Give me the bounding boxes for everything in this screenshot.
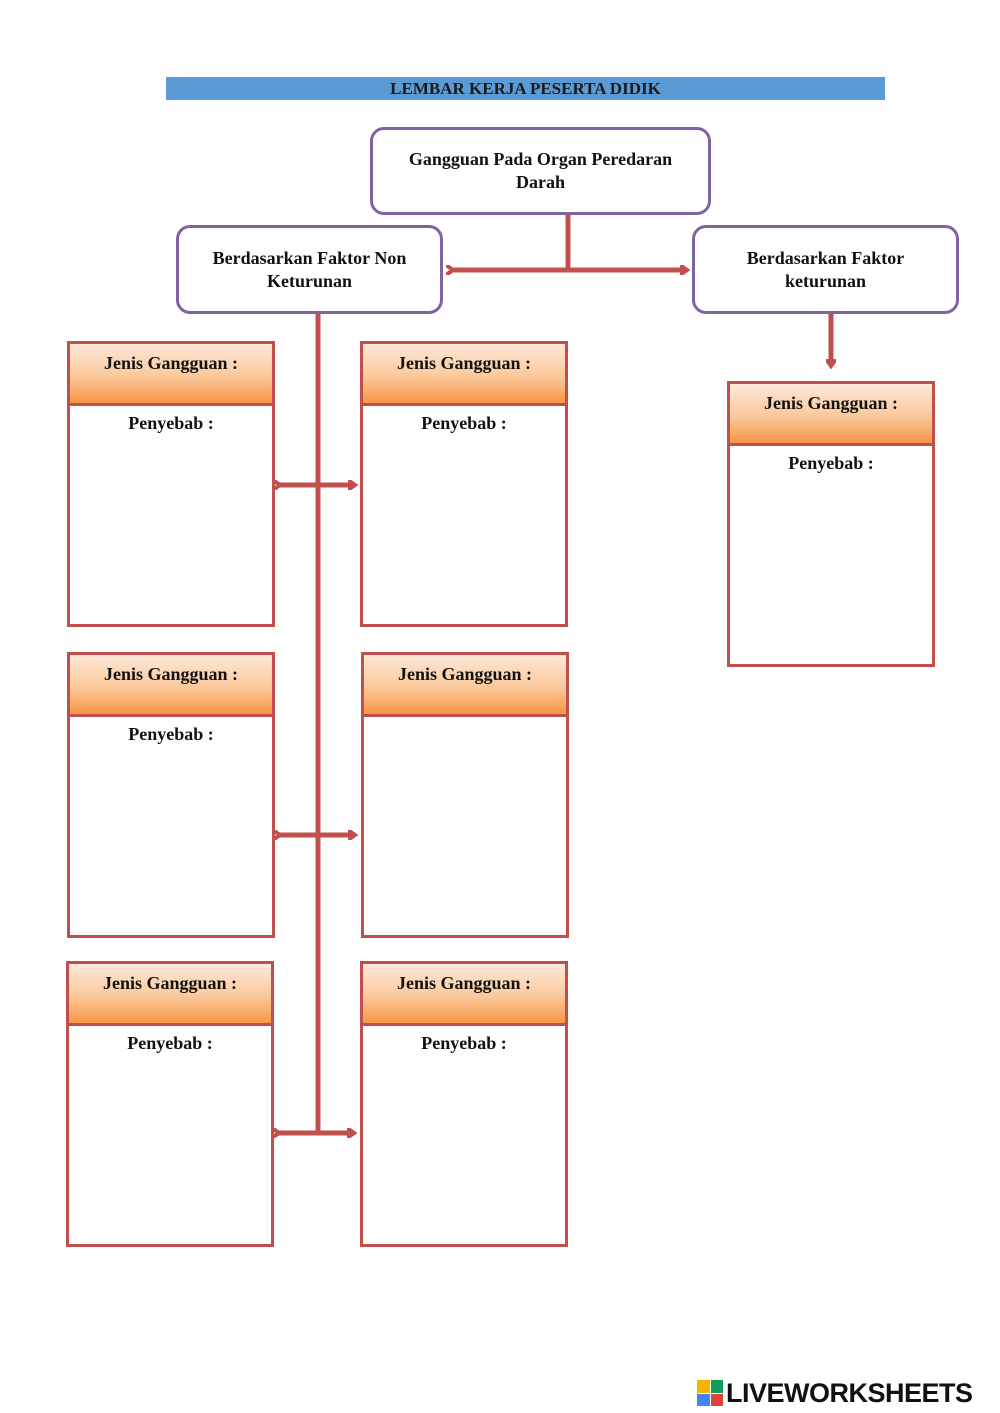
card-row1-left: Jenis Gangguan : Penyebab : <box>67 341 275 627</box>
card-cause-field[interactable]: Penyebab : <box>788 453 874 473</box>
root-node-label: Gangguan Pada Organ Peredaran Darah <box>408 149 673 192</box>
card-row2-right: Jenis Gangguan : <box>361 652 569 938</box>
card-row1-right: Jenis Gangguan : Penyebab : <box>360 341 568 627</box>
card-heading: Jenis Gangguan : <box>69 964 271 1026</box>
card-heading: Jenis Gangguan : <box>364 655 566 717</box>
card-row2-left: Jenis Gangguan : Penyebab : <box>67 652 275 938</box>
card-heading: Jenis Gangguan : <box>363 964 565 1026</box>
liveworksheets-logo[interactable]: LIVEWORKSHEETS <box>697 1378 973 1408</box>
left-branch-label: Berdasarkan Faktor Non Keturunan <box>212 247 407 291</box>
card-heading: Jenis Gangguan : <box>70 655 272 717</box>
card-heading: Jenis Gangguan : <box>70 344 272 406</box>
card-cause-field[interactable]: Penyebab : <box>128 413 214 433</box>
card-cause-field[interactable]: Penyebab : <box>421 413 507 433</box>
logo-text: LIVEWORKSHEETS <box>726 1377 973 1408</box>
right-branch-node: Berdasarkan Faktor keturunan <box>692 225 959 314</box>
card-heading: Jenis Gangguan : <box>730 384 932 446</box>
card-cause-field[interactable]: Penyebab : <box>127 1033 213 1053</box>
worksheet-title: LEMBAR KERJA PESERTA DIDIK <box>166 77 885 100</box>
card-row3-right: Jenis Gangguan : Penyebab : <box>360 961 568 1247</box>
right-branch-label: Berdasarkan Faktor keturunan <box>746 247 905 291</box>
root-node: Gangguan Pada Organ Peredaran Darah <box>370 127 711 215</box>
liveworksheets-logo-icon <box>697 1380 723 1406</box>
card-hereditary: Jenis Gangguan : Penyebab : <box>727 381 935 667</box>
card-cause-field[interactable]: Penyebab : <box>128 724 214 744</box>
card-heading: Jenis Gangguan : <box>363 344 565 406</box>
left-branch-node: Berdasarkan Faktor Non Keturunan <box>176 225 443 314</box>
card-cause-field[interactable] <box>364 717 566 724</box>
card-cause-field[interactable]: Penyebab : <box>421 1033 507 1053</box>
card-row3-left: Jenis Gangguan : Penyebab : <box>66 961 274 1247</box>
